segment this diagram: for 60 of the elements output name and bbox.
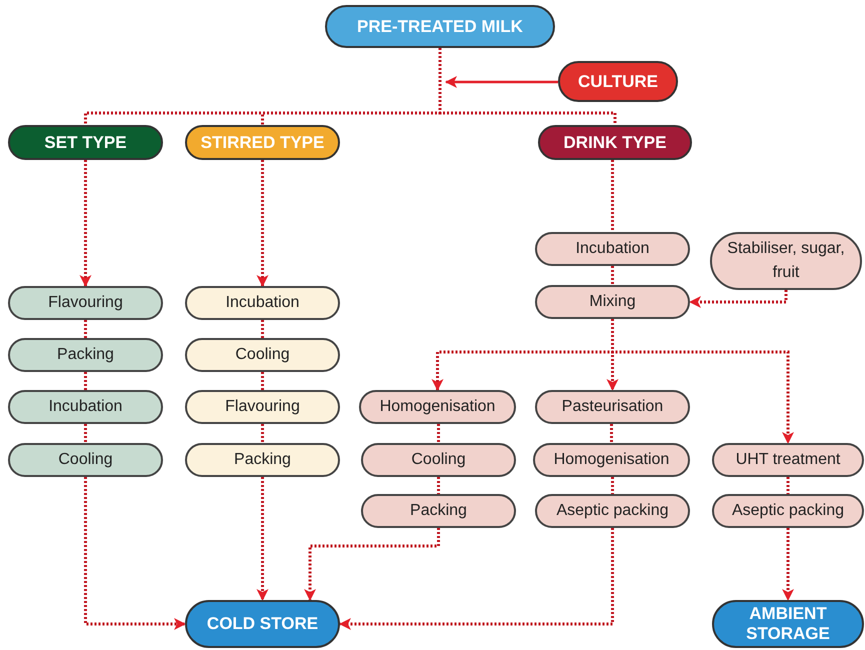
process-box <box>712 494 864 528</box>
box-label: Homogenisation <box>380 397 496 417</box>
box-label: Aseptic packing <box>556 501 669 521</box>
box-label: COLD STORE <box>206 614 318 634</box>
process-box <box>533 443 690 477</box>
process-box <box>359 390 516 424</box>
input-box <box>558 61 678 102</box>
process-box <box>185 443 340 477</box>
process-box <box>361 494 516 528</box>
category-box <box>185 125 340 160</box>
box-label: CULTURE <box>578 70 658 93</box>
box-label: Flavouring <box>225 397 300 417</box>
arrow <box>782 528 794 601</box>
process-box <box>185 286 340 320</box>
process-box <box>535 285 690 319</box>
box-label: Homogenisation <box>554 450 670 470</box>
process-box <box>535 390 690 424</box>
box-label: Cooling <box>411 450 466 470</box>
process-box <box>712 443 864 477</box>
box-label: SET TYPE <box>44 132 127 154</box>
box-label: AMBIENT STORAGE <box>745 604 831 644</box>
box-label: Flavouring <box>48 293 123 313</box>
box-label: DRINK TYPE <box>564 132 666 154</box>
box-label: Incubation <box>576 239 650 259</box>
box-label: Packing <box>410 501 467 521</box>
process-box <box>185 338 340 372</box>
box-label: STIRRED TYPE <box>200 132 324 154</box>
storage-box <box>185 600 340 648</box>
box-label: UHT treatment <box>736 450 840 470</box>
process-box <box>361 443 516 477</box>
process-box <box>8 286 163 320</box>
process-box <box>8 390 163 424</box>
process-box <box>8 443 163 477</box>
process-box <box>185 390 340 424</box>
arrow <box>339 528 614 630</box>
box-label: Cooling <box>58 450 113 470</box>
box-label: PRE-TREATED MILK <box>357 16 523 38</box>
arrow <box>304 528 440 601</box>
arrow <box>256 160 268 287</box>
box-label: Incubation <box>48 397 122 417</box>
box-label: Packing <box>57 345 114 365</box>
box-label: Mixing <box>589 292 636 312</box>
process-box <box>535 494 690 528</box>
box-label: Incubation <box>226 293 300 313</box>
category-box <box>538 125 692 160</box>
process-box <box>8 338 163 372</box>
box-label: Pasteurisation <box>562 397 664 417</box>
input-box <box>325 5 555 48</box>
arrow <box>445 76 558 88</box>
process-box <box>535 232 690 266</box>
arrow <box>689 290 788 308</box>
arrow <box>256 477 268 601</box>
box-label: Stabiliser, sugar, fruit <box>726 239 846 283</box>
arrow <box>84 477 186 630</box>
box-label: Aseptic packing <box>732 501 844 521</box>
category-box <box>8 125 163 160</box>
box-label: Cooling <box>235 345 290 365</box>
box-label: Packing <box>234 450 291 470</box>
arrow <box>80 160 92 287</box>
storage-box <box>712 600 864 648</box>
